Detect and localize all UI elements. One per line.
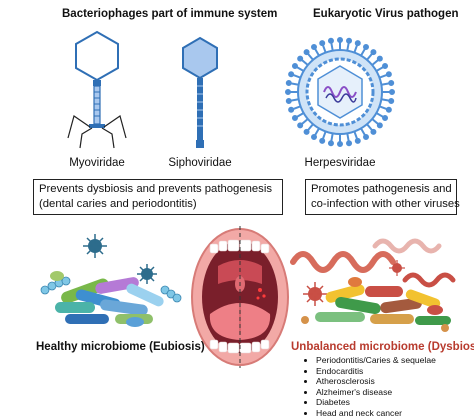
envelope-spike-tip (363, 134, 369, 141)
envelope-spike-tip (388, 98, 395, 105)
envelope-spike-tip (297, 122, 304, 129)
envelope-spike-tip (327, 140, 334, 147)
envelope-spike-tip (337, 37, 343, 43)
envelope-spike-tip (288, 71, 295, 78)
envelope-spike-tip (363, 43, 369, 50)
envelope-spike-tip (291, 63, 298, 69)
envelope-spike-tip (370, 49, 377, 56)
eukaryotic-effect-line-2: co-infection with other viruses (311, 198, 460, 210)
healthy-microbiome-label: Healthy microbiome (Eubiosis) (36, 341, 205, 353)
siphoviridae-phage-icon (182, 36, 218, 148)
herpesvirus-icon (285, 37, 395, 147)
list-item: Endocarditis (316, 366, 436, 377)
phage-effect-line-2: (dental caries and periodontitis) (39, 198, 197, 210)
envelope-spike-tip (291, 115, 298, 121)
list-item: Periodontitis/Caries & sequelae (316, 355, 436, 366)
envelope-spike-tip (337, 141, 343, 147)
list-item: Atherosclerosis (316, 376, 436, 387)
envelope-spike-tip (382, 115, 389, 121)
envelope-spike-tip (288, 106, 295, 113)
dysbiosis-title: Unbalanced microbiome (Dysbiosis) (291, 341, 474, 353)
open-mouth-icon (191, 226, 289, 368)
envelope-spike-tip (297, 55, 304, 62)
envelope-spike-tip (385, 106, 392, 113)
envelope-spike-tip (285, 89, 291, 95)
envelope-spike-tip (385, 71, 392, 78)
envelope-spike-tip (319, 137, 326, 144)
envelope-spike-tip (389, 89, 395, 95)
envelope-spike-tip (354, 137, 361, 144)
dysbiotic-bacteria-cluster-icon (290, 238, 456, 332)
envelope-spike-tip (311, 134, 317, 141)
envelope-spike-tip (327, 37, 334, 44)
myoviridae-phage-icon (67, 30, 127, 149)
healthy-bacteria-cluster-icon (40, 234, 182, 327)
herpesviridae-label: Herpesviridae (304, 157, 376, 169)
phage-effect-box: Prevents dysbiosis and prevents pathogen… (33, 179, 283, 215)
envelope-spike-tip (346, 37, 353, 44)
envelope-spike-tip (319, 40, 326, 47)
envelope-spike-tip (311, 43, 317, 50)
list-item: Alzheimer's disease (316, 387, 436, 398)
envelope-spike-tip (382, 63, 389, 69)
eukaryotic-effect-line-1: Promotes pathogenesis and (311, 183, 452, 195)
envelope-spike-tip (285, 79, 292, 86)
list-item: Diabetes (316, 397, 436, 408)
envelope-spike-tip (370, 128, 377, 135)
myoviridae-label: Myoviridae (69, 157, 125, 169)
siphoviridae-label: Siphoviridae (168, 157, 232, 169)
phage-effect-line-1: Prevents dysbiosis and prevents pathogen… (39, 183, 272, 195)
envelope-spike-tip (376, 55, 383, 62)
envelope-spike-tip (285, 98, 292, 105)
envelope-spike-tip (346, 140, 353, 147)
phage-panel-title: Bacteriophages part of immune system (62, 8, 278, 20)
dysbiosis-condition-list: Periodontitis/Caries & sequelae Endocard… (304, 355, 436, 419)
eukaryotic-panel-title: Eukaryotic Virus pathogen (313, 8, 459, 20)
envelope-spike-tip (303, 49, 310, 56)
envelope-spike-tip (303, 128, 310, 135)
envelope-spike-tip (354, 40, 361, 47)
envelope-spike-tip (376, 122, 383, 129)
list-item: Head and neck cancer (316, 408, 436, 419)
envelope-spike-tip (388, 79, 395, 86)
eukaryotic-effect-box: Promotes pathogenesis and co-infection w… (305, 179, 460, 215)
